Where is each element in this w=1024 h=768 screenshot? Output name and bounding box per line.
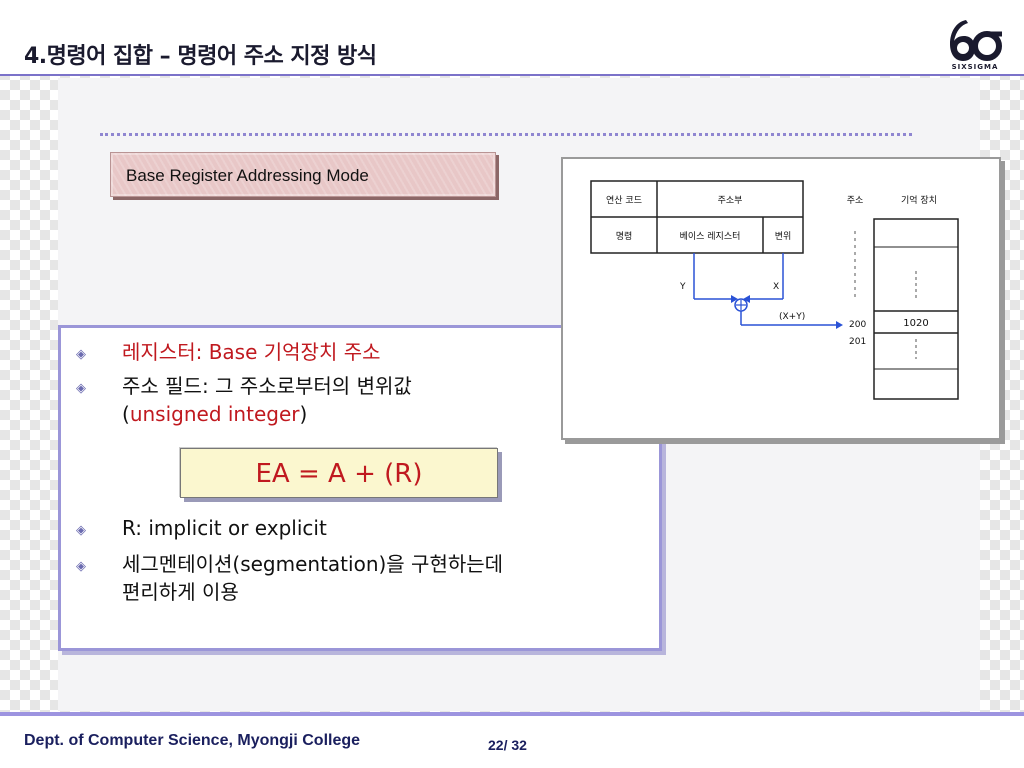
bullet-segmentation: 세그멘테이션(segmentation)을 구현하는데 편리하게 이용 [122,550,632,606]
diagram-addr-200: 200 [849,320,866,330]
formula: EA = A + (R) [255,459,423,489]
diagram-mem-header-addr: 주소 [847,195,864,206]
bullet-1-highlight: Base 기억장치 주소 [208,340,381,364]
bullet-2-line2: (unsigned integer) [122,400,542,428]
diagram-label-y: Y [679,282,686,292]
memory-block [873,218,959,400]
diamond-bullet-icon: ◈ [76,381,86,396]
footer-divider [0,712,1024,716]
diagram-header-opcode: 연산 코드 [606,195,642,206]
diagram-cell-base-reg: 베이스 레지스터 [680,231,741,242]
bullet-2-line1: 주소 필드: 그 주소로부터의 변위값 [122,374,412,398]
header [0,0,1024,76]
dotted-divider [100,133,912,136]
diagram-label-x: X [773,282,779,292]
formula-box: EA = A + (R) [180,448,498,498]
diamond-bullet-icon: ◈ [76,523,86,538]
bullet-implicit: R: implicit or explicit [122,516,327,540]
diagram-mem-value: 1020 [903,318,928,329]
bullet-1-prefix: 레지스터: [122,340,209,364]
diagram-header-address: 주소부 [718,195,743,206]
bullet-2-close: ) [299,402,308,426]
diamond-bullet-icon: ◈ [76,559,86,574]
addressing-diagram: 연산 코드 주소부 명령 베이스 레지스터 변위 Y X (X+Y) 주 [561,157,1001,440]
diagram-cell-disp: 변위 [775,231,792,242]
footer [0,716,1024,768]
diagram-cell-op: 명령 [616,230,633,242]
section-label-box: Base Register Addressing Mode [110,152,496,197]
slide-title: 4.명령어 집합 – 명령어 주소 지정 방식 [24,44,377,69]
logo-wordmark: SIXSIGMA [951,63,999,71]
bullet-2-highlight: unsigned integer [129,402,300,426]
sixsigma-logo [950,20,1002,61]
bullet-4-line2: 편리하게 이용 [122,580,239,604]
page-number: 22/ 32 [488,737,527,753]
diamond-bullet-icon: ◈ [76,347,86,362]
section-label: Base Register Addressing Mode [126,166,369,185]
title-divider [0,74,1024,76]
addressing-diagram-svg: 연산 코드 주소부 명령 베이스 레지스터 변위 Y X (X+Y) 주 [590,180,959,400]
diagram-label-sum: (X+Y) [779,312,805,322]
bullet-4-line1: 세그멘테이션(segmentation)을 구현하는데 [122,552,504,576]
bullet-address-field: 주소 필드: 그 주소로부터의 변위값 (unsigned integer) [122,372,542,428]
diagram-addr-201: 201 [849,337,866,347]
bullet-2-open: ( [122,402,130,426]
footer-department: Dept. of Computer Science, Myongji Colle… [24,732,361,749]
bullet-base-register: 레지스터: Base 기억장치 주소 [122,338,381,366]
diagram-mem-header-device: 기억 장치 [901,194,937,206]
